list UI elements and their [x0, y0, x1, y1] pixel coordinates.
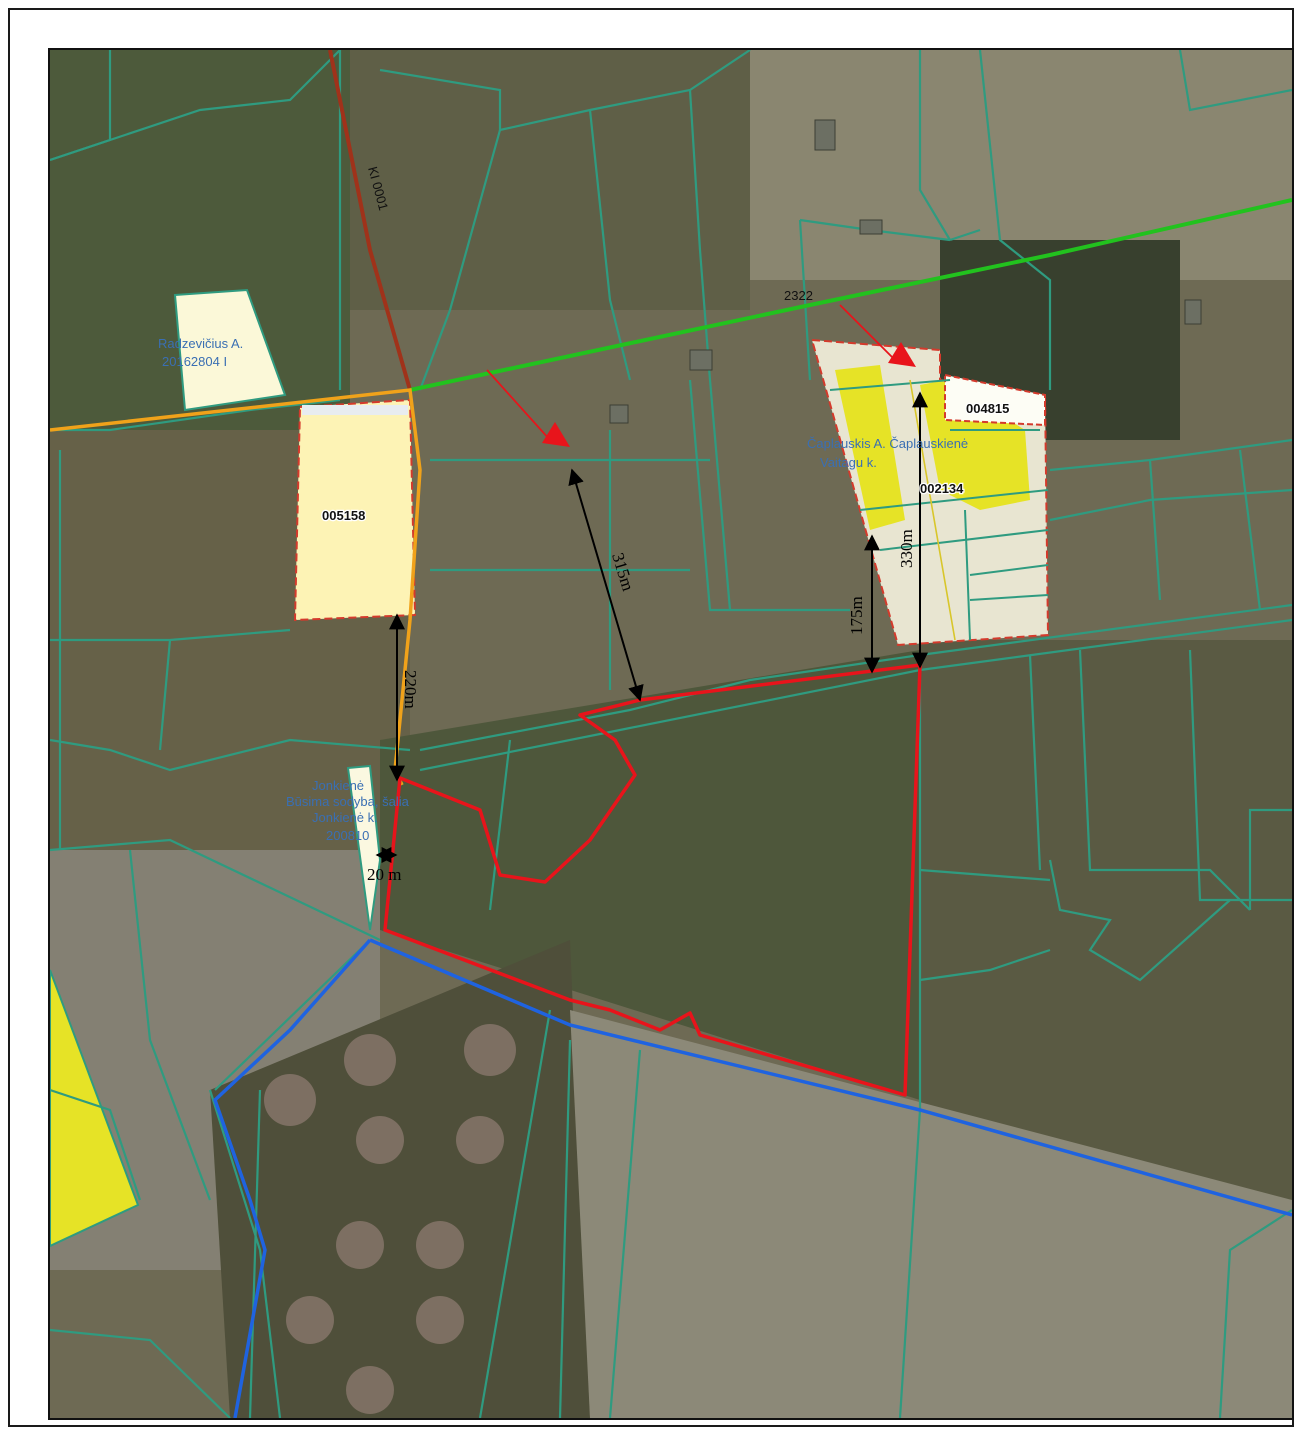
- owner-label-caplauskis-line2: Vaitagu k.: [820, 455, 877, 470]
- map-svg: KI 0001 2322 Radzevičius A. 20162804 I 0…: [50, 50, 1292, 1418]
- red-arrow-line-right: [839, 304, 896, 361]
- orchard-circles: [264, 1024, 516, 1414]
- parcel-005158[interactable]: [293, 398, 417, 622]
- red-arrow-line-left: [486, 369, 551, 441]
- parcel-code-004815: 004815: [966, 401, 1009, 416]
- distance-label-330m: 330m: [897, 529, 916, 568]
- owner-label-jonkiene-line4: 200810: [326, 828, 369, 843]
- owner-label-radzevicius-number: 20162804 I: [162, 354, 227, 369]
- distance-label-220m: 220m: [401, 670, 420, 709]
- parcel-radzevicius[interactable]: [173, 288, 287, 412]
- distance-arrows: [375, 391, 928, 863]
- river-west[interactable]: [212, 938, 372, 1418]
- owner-label-jonkiene-line2: Būsima sodyba, šalia: [286, 794, 410, 809]
- road-ki0001[interactable]: [328, 50, 412, 391]
- buildings: [609, 119, 1202, 424]
- river-east[interactable]: [369, 938, 1292, 1217]
- road-2322[interactable]: [409, 198, 1292, 392]
- owner-label-jonkiene-line1: Jonkienė: [312, 778, 364, 793]
- aerial-map[interactable]: KI 0001 2322 Radzevičius A. 20162804 I 0…: [48, 48, 1294, 1420]
- map-frame: KI 0001 2322 Radzevičius A. 20162804 I 0…: [8, 8, 1294, 1427]
- road-label-2322: 2322: [784, 288, 813, 303]
- parcel-code-002134: 002134: [920, 481, 964, 496]
- owner-label-radzevicius-name: Radzevičius A.: [158, 336, 243, 351]
- red-arrow-head-right: [888, 342, 916, 367]
- owner-label-caplauskis-line1: Čaplauskis A. Čaplauskienė: [807, 436, 968, 451]
- parcel-code-005158: 005158: [322, 508, 365, 523]
- distance-label-20m: 20 m: [367, 865, 401, 884]
- field-north: [350, 50, 750, 310]
- parcel-002134-internal-lines: [829, 379, 1049, 641]
- field-site: [380, 650, 920, 1100]
- parcel-004815[interactable]: [944, 373, 1046, 427]
- crop-field-west: [50, 969, 140, 1248]
- red-arrow-head-left: [542, 422, 570, 447]
- field-southeast: [570, 1010, 1292, 1418]
- cadastral-lines: [50, 50, 1292, 1418]
- crop-strip-1: [835, 365, 905, 530]
- owner-label-jonkiene-line3: Jonkienė k.: [312, 810, 378, 825]
- distance-label-175m: 175m: [847, 596, 866, 635]
- parcel-005158-strip: [302, 405, 408, 415]
- site-boundary[interactable]: [383, 663, 922, 1097]
